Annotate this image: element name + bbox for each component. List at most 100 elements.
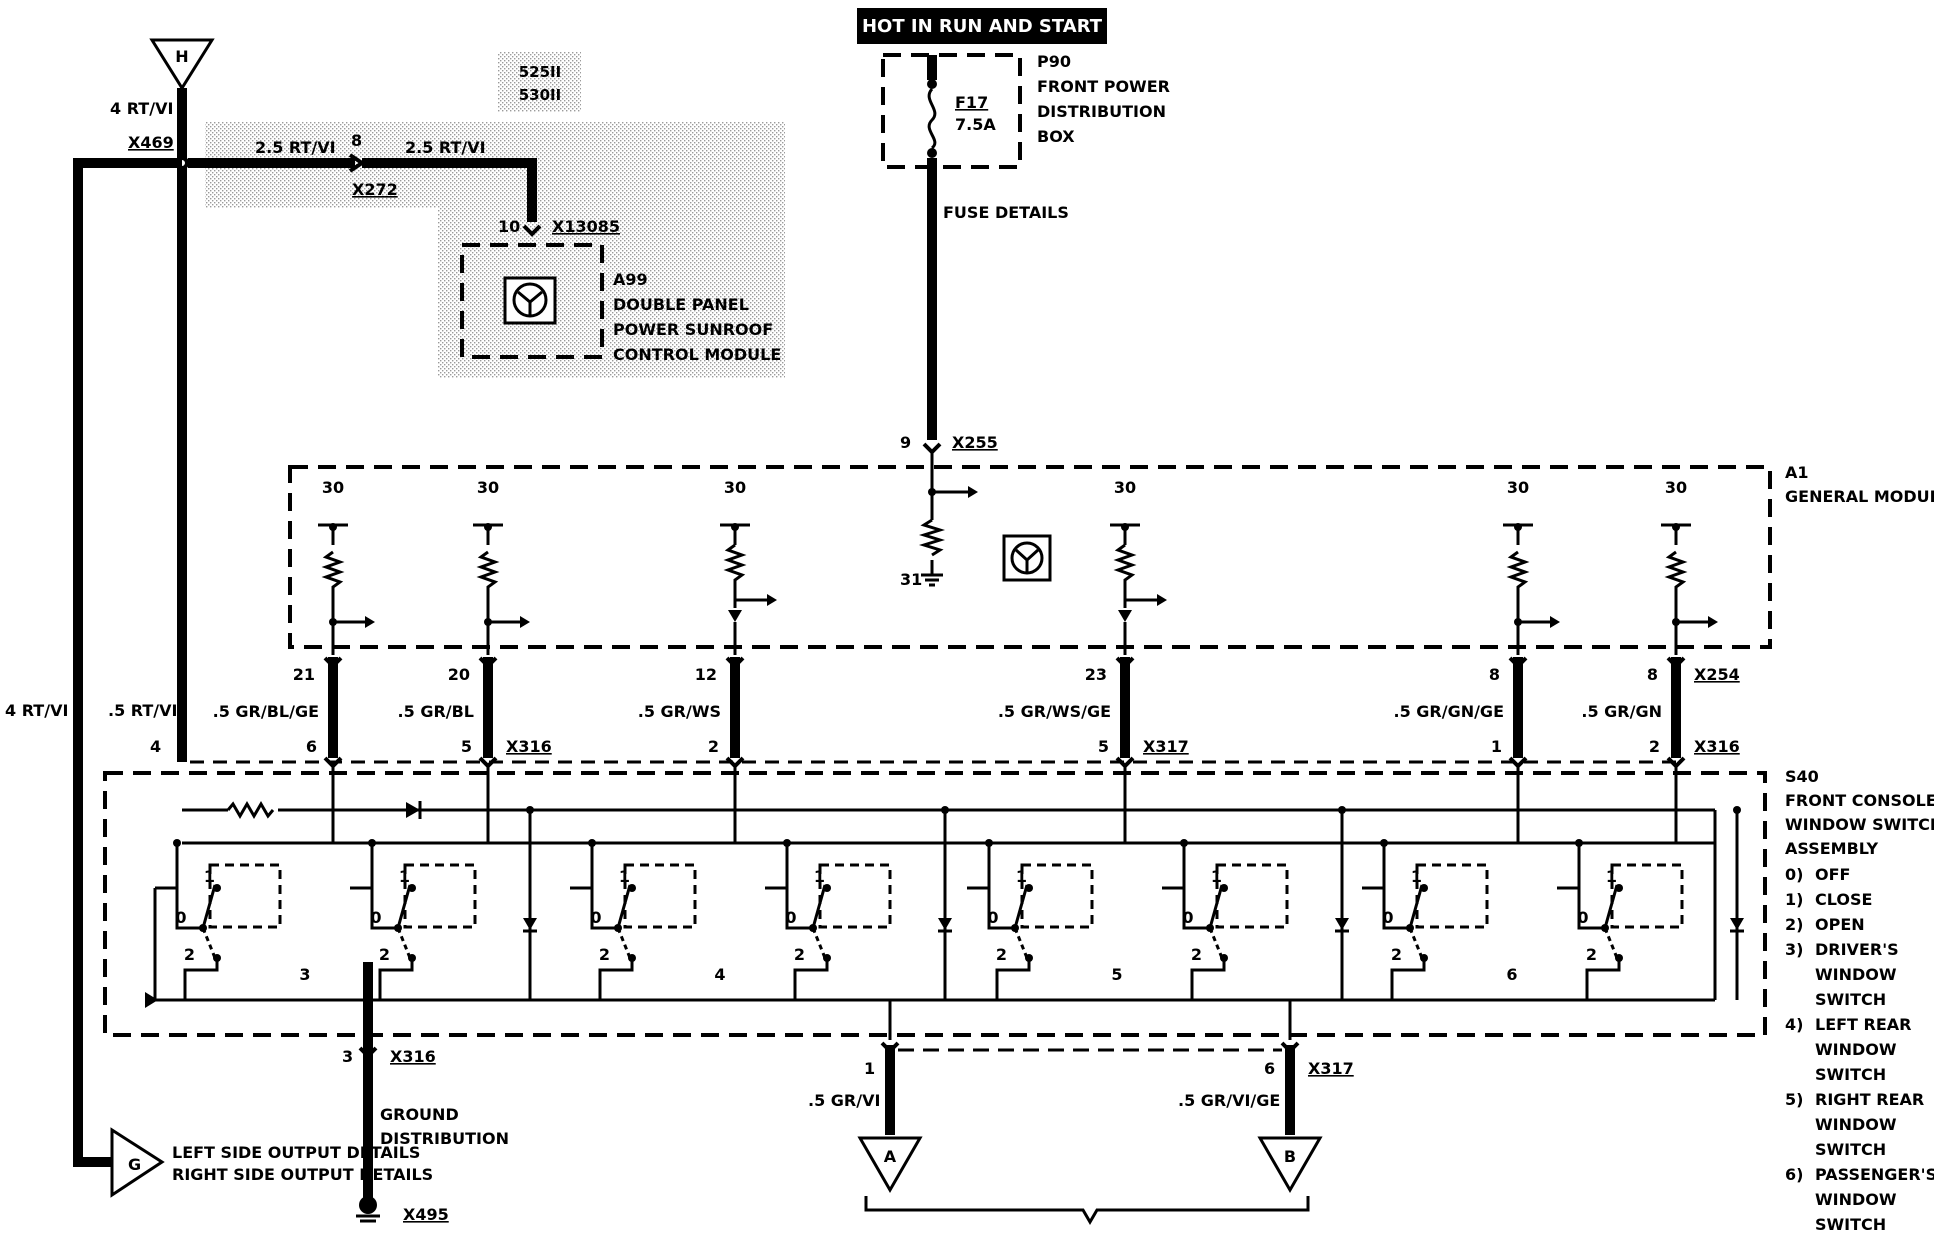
wire-connector-label: X316	[1694, 737, 1740, 756]
switch-pos-0: 0	[1182, 908, 1193, 927]
switch-contact-box	[623, 863, 697, 929]
output-b-wire-label: .5 GR/VI/GE	[1178, 1091, 1280, 1110]
switch-contact-box	[818, 863, 892, 929]
sunroof-wire2-label: 2.5 RT/VI	[405, 138, 486, 157]
terminal-30-label: 30	[477, 478, 499, 497]
connector-g-letter: G	[128, 1155, 141, 1174]
sunroof-module-line3: POWER SUNROOF	[613, 320, 773, 339]
switch-contact-box	[1020, 863, 1094, 929]
a1-cell-5: 30	[1503, 478, 1560, 655]
s40-label: S40	[1785, 767, 1819, 786]
fuse-rating-label: 7.5A	[955, 115, 996, 134]
wire-pin-top: 23	[1085, 665, 1107, 684]
p90-line2: FRONT POWER	[1037, 77, 1170, 96]
wire-left-branch	[73, 158, 182, 1167]
legend-key: 1)	[1785, 890, 1803, 909]
switch-pos-0: 0	[785, 908, 796, 927]
p90-line3: DISTRIBUTION	[1037, 102, 1166, 121]
fuse-f17-symbol	[927, 87, 937, 150]
legend-key: 3)	[1785, 940, 1803, 959]
wire-pin-bottom: 2	[1649, 737, 1660, 756]
switch-pos-1: 1	[619, 867, 630, 886]
legend-text: OFF	[1815, 865, 1850, 884]
a99-label: A99	[613, 270, 648, 289]
x13085-pin10: 10	[498, 217, 520, 236]
wire-pin-top: 8	[1647, 665, 1658, 684]
wire-pin-top: 12	[695, 665, 717, 684]
ground-point-x495	[359, 1196, 377, 1214]
legend-text: WINDOW	[1815, 965, 1897, 984]
switch-pos-2: 2	[996, 945, 1007, 964]
wire-pin-bottom: 5	[1098, 737, 1109, 756]
legend-key: 5)	[1785, 1090, 1803, 1109]
switch-pos-2: 2	[1391, 945, 1402, 964]
ground-distribution-line1[interactable]: GROUND	[380, 1105, 459, 1124]
wire-name-label: .5 GR/GN/GE	[1393, 702, 1504, 721]
wire-name-label: .5 GR/WS	[638, 702, 721, 721]
x255-pin9: 9	[900, 433, 911, 452]
legend-text: DRIVER'S	[1815, 940, 1899, 959]
wire-pin-bottom: 6	[306, 737, 317, 756]
a1-cell-3: 30	[720, 478, 777, 655]
legend-key: 4)	[1785, 1015, 1803, 1034]
right-side-output-details[interactable]: RIGHT SIDE OUTPUT DETAILS	[172, 1165, 433, 1184]
connector-b[interactable]: B	[1257, 1136, 1323, 1194]
wire-name-label: .5 GR/BL/GE	[213, 702, 319, 721]
wire-5rtvi-label: .5 RT/VI	[108, 701, 177, 720]
a1-cell-1: 30	[318, 478, 375, 655]
wire-4rtvi-side-label: 4 RT/VI	[5, 701, 68, 720]
wire-pin-bottom: 2	[708, 737, 719, 756]
switch-pos-2: 2	[1191, 945, 1202, 964]
left-side-output-details[interactable]: LEFT SIDE OUTPUT DETAILS	[172, 1143, 420, 1162]
resistor-symbol	[1664, 550, 1688, 655]
resistor-symbol	[476, 550, 500, 655]
terminal-30-label: 30	[1114, 478, 1136, 497]
output-a-pin: 1	[864, 1059, 875, 1078]
x495-label: X495	[403, 1205, 449, 1224]
output-brace	[864, 1196, 1310, 1225]
ground-x316-label: X316	[390, 1047, 436, 1066]
legend-text: WINDOW	[1815, 1190, 1897, 1209]
sunroof-module-box	[460, 243, 604, 359]
ground-distribution-line2[interactable]: DISTRIBUTION	[380, 1129, 509, 1148]
supply-h-connector: H	[149, 38, 215, 91]
a1-pullup-cells: 30 30 30 30 30 30	[318, 478, 1718, 655]
wire-name-label: .5 GR/GN	[1581, 702, 1662, 721]
a1-cell-6: 30	[1661, 478, 1718, 655]
switch-number: 4	[714, 965, 725, 984]
led-symbol	[938, 918, 952, 930]
switch-pos-1: 1	[399, 867, 410, 886]
legend-text: SWITCH	[1815, 1065, 1886, 1084]
legend-text: OPEN	[1815, 915, 1865, 934]
wire-name-label: .5 GR/BL	[398, 702, 474, 721]
wire-pin-top: 20	[448, 665, 470, 684]
p90-line4: BOX	[1037, 127, 1075, 146]
wire-pin-top: 21	[293, 665, 315, 684]
sunroof-module-line2: DOUBLE PANEL	[613, 295, 749, 314]
fuse-details-link[interactable]: FUSE DETAILS	[943, 203, 1069, 222]
switch-pos-0: 0	[987, 908, 998, 927]
led-symbol	[1335, 918, 1349, 930]
output-b-x317-label: X317	[1308, 1059, 1354, 1078]
connector-a[interactable]: A	[857, 1136, 923, 1194]
switch-pos-1: 1	[1016, 867, 1027, 886]
output-b-pin: 6	[1264, 1059, 1275, 1078]
switch-contact-box	[208, 863, 282, 929]
p90-box-outline	[881, 53, 1022, 169]
pin-4-label: 4	[150, 737, 161, 756]
connector-g: G	[110, 1127, 165, 1198]
legend-key: 2)	[1785, 915, 1803, 934]
connector-b-letter: B	[1284, 1147, 1296, 1166]
connector-h-letter: H	[175, 47, 188, 66]
diode-symbol	[728, 610, 742, 622]
x255-label: X255	[952, 433, 998, 452]
switch-contact-box	[1610, 863, 1684, 929]
switch-pos-2: 2	[794, 945, 805, 964]
